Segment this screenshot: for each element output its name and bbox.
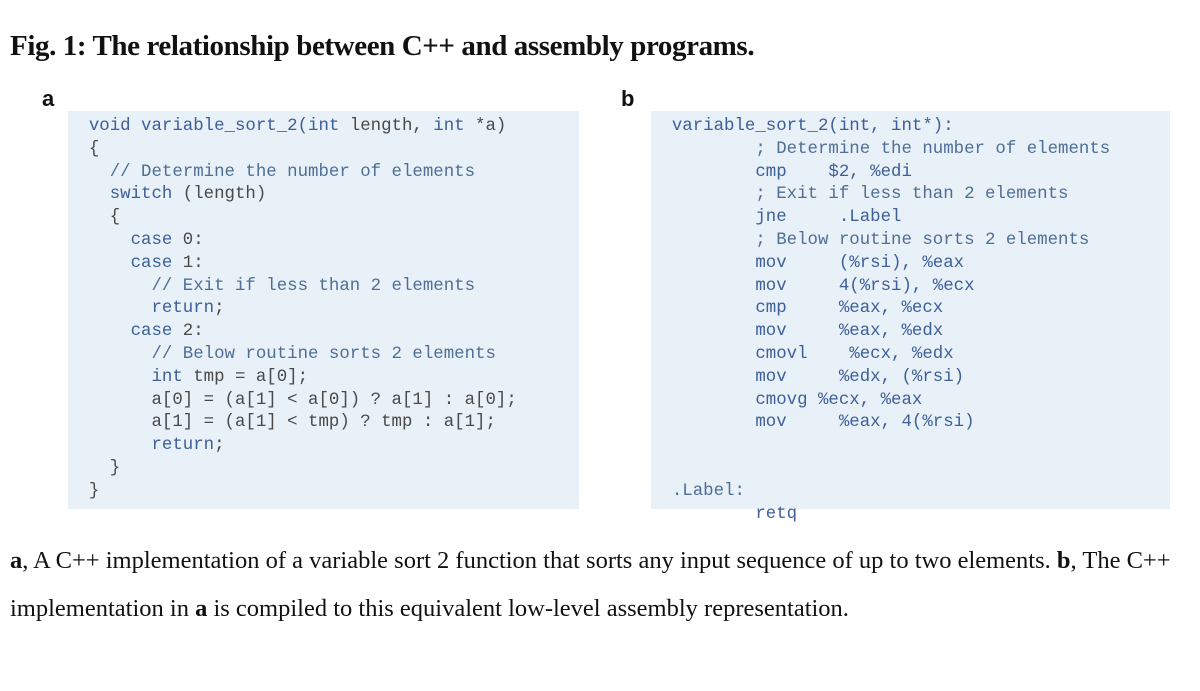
code-keyword: int (151, 367, 183, 387)
cpp-code-panel: void variable_sort_2(int length, int *a)… (68, 111, 579, 509)
code-text: a[1] = (a[1] < tmp) ? tmp : a[1]; (151, 413, 496, 433)
code-line: switch (length) (68, 184, 579, 207)
code-keyword: int (433, 117, 465, 136)
code-keyword: variable_sort_2(int, int*): (671, 117, 954, 136)
panel-b-label: b (621, 86, 635, 111)
code-line: } (68, 458, 579, 481)
code-keyword: case (130, 253, 173, 273)
code-line: mov %eax, 4(%rsi) (651, 412, 1170, 435)
code-keyword: mov %eax, %edx (755, 322, 944, 342)
code-text: length, (339, 117, 434, 136)
code-line: // Determine the number of elements (68, 162, 579, 185)
code-line: mov (%rsi), %eax (651, 253, 1170, 276)
code-keyword: case (130, 322, 173, 342)
code-line: void variable_sort_2(int length, int *a) (68, 116, 579, 139)
code-line (651, 435, 1170, 458)
code-text: ; (214, 299, 225, 319)
code-line: { (68, 139, 579, 162)
code-line: return; (68, 435, 579, 458)
code-text: ; (214, 436, 225, 456)
code-comment: ; Below routine sorts 2 elements (755, 230, 1090, 250)
code-keyword: mov %edx, (%rsi) (755, 367, 965, 387)
caption-panel-b-ref: b (1056, 547, 1071, 574)
code-line: int tmp = a[0]; (68, 367, 579, 390)
code-keyword: jne .Label (755, 208, 902, 228)
code-line: mov %edx, (%rsi) (651, 367, 1170, 390)
code-text: tmp = a[0]; (182, 367, 309, 387)
code-line: jne .Label (651, 207, 1170, 230)
caption-text-2: , The C++ implementation in (10, 547, 1171, 622)
code-line (651, 458, 1170, 481)
code-keyword: return (151, 436, 215, 456)
code-line: { (68, 207, 579, 230)
code-line: variable_sort_2(int, int*): (651, 116, 1170, 139)
code-line: case 1: (68, 253, 579, 276)
code-line: cmovg %ecx, %eax (651, 390, 1170, 413)
code-line: retq (651, 504, 1170, 527)
code-line: case 0: (68, 230, 579, 253)
code-text: } (109, 458, 121, 478)
figure-caption: a, A C++ implementation of a variable so… (10, 537, 1190, 633)
code-comment: // Determine the number of elements (109, 162, 476, 182)
code-line: mov 4(%rsi), %ecx (651, 276, 1170, 299)
code-comment: // Below routine sorts 2 elements (151, 344, 496, 364)
code-line: // Exit if less than 2 elements (68, 276, 579, 299)
code-line: mov %eax, %edx (651, 321, 1170, 344)
code-text: a[0] = (a[1] < a[0]) ? a[1] : a[0]; (151, 390, 517, 410)
code-keyword: cmp %eax, %ecx (755, 299, 944, 319)
code-line: cmp $2, %edi (651, 162, 1170, 185)
code-text: (length) (172, 185, 267, 205)
code-text: *a) (464, 117, 507, 136)
code-keyword: retq (755, 504, 798, 524)
code-line: a[1] = (a[1] < tmp) ? tmp : a[1]; (68, 412, 579, 435)
figure-title: Fig. 1: The relationship between C++ and… (10, 30, 755, 62)
code-keyword: switch (109, 185, 173, 205)
code-keyword: mov 4(%rsi), %ecx (755, 276, 975, 296)
code-text: 0: (172, 230, 204, 250)
code-line: return; (68, 298, 579, 321)
code-line: ; Exit if less than 2 elements (651, 184, 1170, 207)
code-line: } (68, 481, 579, 504)
assembly-code-panel: variable_sort_2(int, int*): ; Determine … (651, 111, 1170, 524)
code-line: cmp %eax, %ecx (651, 298, 1170, 321)
code-comment: ; Determine the number of elements (755, 139, 1111, 159)
code-keyword: case (130, 230, 173, 250)
code-line: .Label: (651, 481, 1170, 504)
code-line: // Below routine sorts 2 elements (68, 344, 579, 367)
code-text: 1: (172, 253, 204, 273)
code-keyword: mov (%rsi), %eax (755, 253, 965, 273)
code-line: ; Determine the number of elements (651, 139, 1170, 162)
code-line: case 2: (68, 321, 579, 344)
code-text: 2: (172, 322, 204, 342)
code-keyword: void variable_sort_2(int (88, 117, 340, 136)
code-text: { (88, 139, 100, 159)
code-text: } (88, 481, 100, 501)
caption-panel-a-ref: a (10, 547, 23, 574)
caption-text-1: , A C++ implementation of a variable sor… (22, 547, 1057, 574)
code-comment: .Label: (671, 481, 745, 501)
code-line: cmovl %ecx, %edx (651, 344, 1170, 367)
caption-panel-a-ref-2: a (195, 595, 208, 622)
code-comment: // Exit if less than 2 elements (151, 276, 476, 296)
code-line: ; Below routine sorts 2 elements (651, 230, 1170, 253)
panel-a-label: a (42, 86, 55, 111)
code-line: a[0] = (a[1] < a[0]) ? a[1] : a[0]; (68, 390, 579, 413)
code-keyword: cmovg %ecx, %eax (755, 390, 923, 410)
caption-text-3: is compiled to this equivalent low-level… (207, 595, 849, 622)
code-keyword: mov %eax, 4(%rsi) (755, 413, 975, 433)
code-keyword: cmp $2, %edi (755, 162, 912, 182)
code-keyword: cmovl %ecx, %edx (755, 344, 954, 364)
code-text: { (109, 208, 121, 228)
code-keyword: return (151, 299, 215, 319)
code-comment: ; Exit if less than 2 elements (755, 185, 1069, 205)
